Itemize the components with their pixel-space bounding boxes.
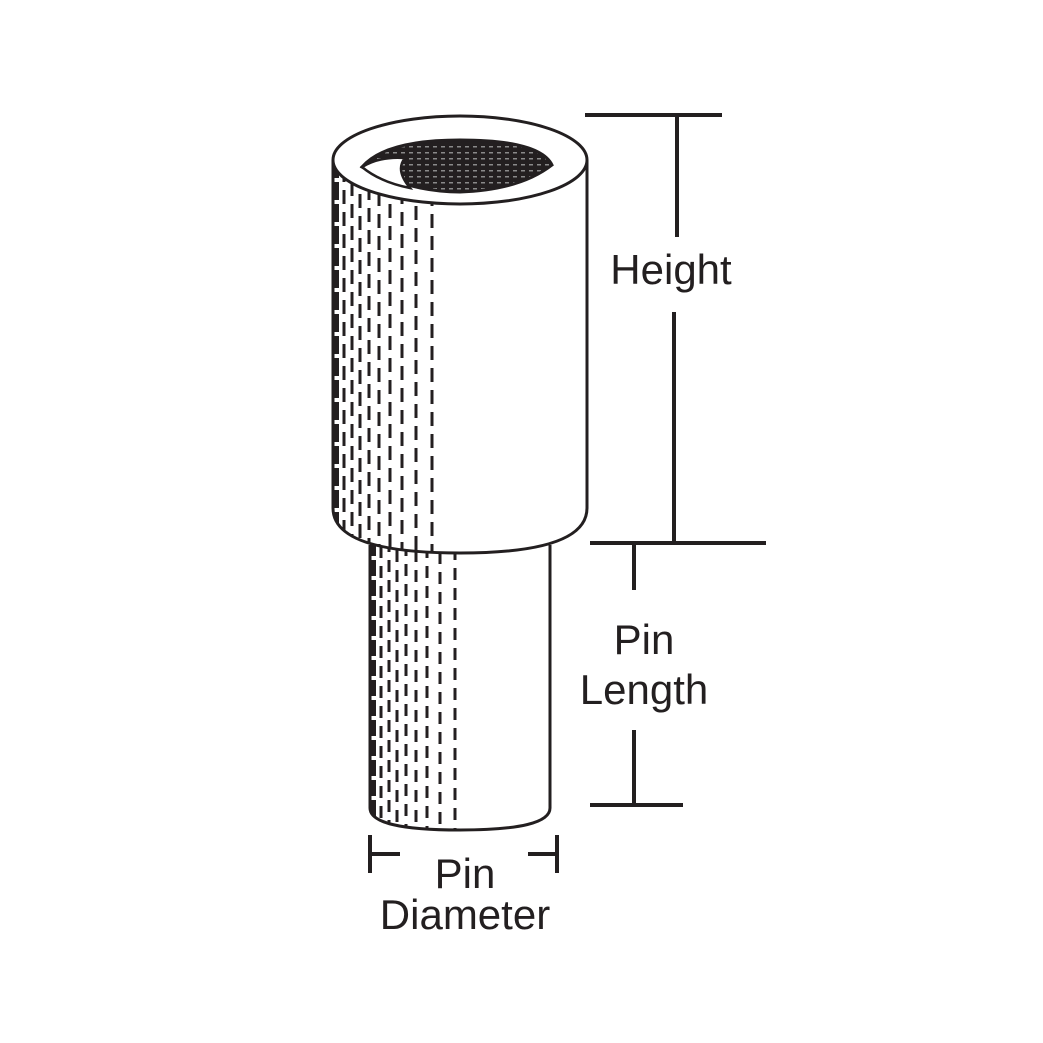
pin-diameter-label-line2: Diameter <box>380 891 550 938</box>
head-cylinder <box>331 114 589 555</box>
pin-cylinder <box>368 540 552 832</box>
head-shading <box>333 160 434 553</box>
pin-shading <box>370 540 457 830</box>
pin-length-dimension: Pin Length <box>580 543 708 807</box>
height-label: Height <box>610 246 732 293</box>
pin-length-label-line2: Length <box>580 666 708 713</box>
pin-diameter-label-line1: Pin <box>435 850 496 897</box>
pin-length-label-line1: Pin <box>614 616 675 663</box>
bore-highlight <box>359 156 414 190</box>
pin-diameter-dimension: Pin Diameter <box>368 835 559 938</box>
height-dimension: Height <box>585 113 766 545</box>
bore-hole <box>359 138 554 194</box>
